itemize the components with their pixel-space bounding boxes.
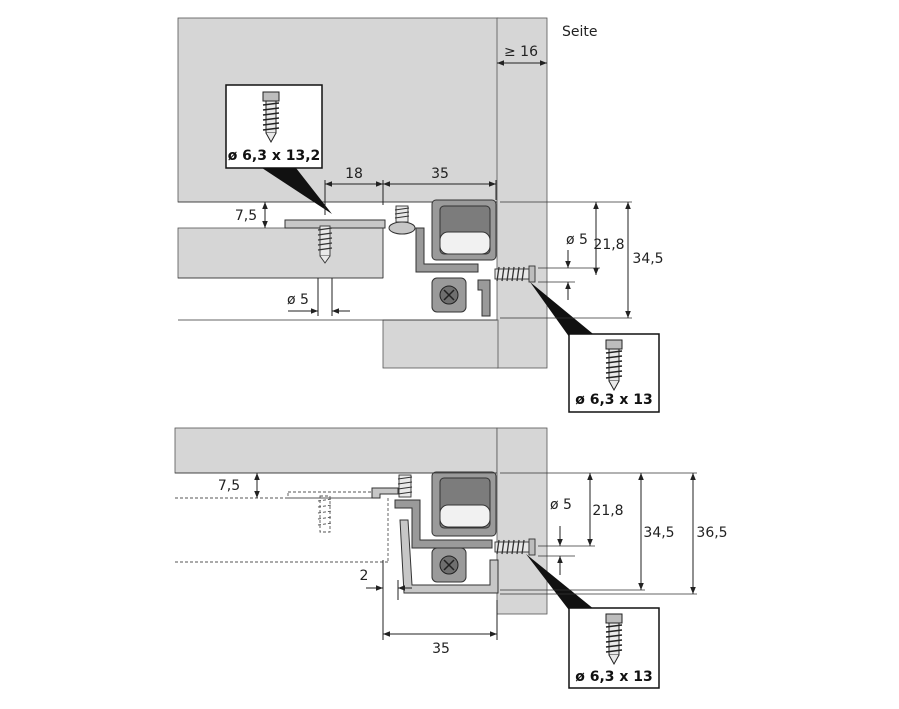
lower-side-panel [496,427,548,615]
upper-bottom-block [382,319,499,369]
lower-drawing: ø 6,3 x 13 7,5 2 35 ø 5 21,8 34,5 36,5 [174,427,728,689]
lower-drawer-screw [317,495,333,533]
upper-plate-screw [388,205,416,235]
lower-dim-36-5: 36,5 [696,525,727,541]
upper-drawer-bottom [177,227,384,279]
upper-side-panel [496,17,548,369]
upper-mounting-plate [284,219,386,229]
upper-dim-18: 18 [345,166,363,182]
upper-callout-pointer-top [262,168,332,214]
lower-plate-screw [397,474,413,498]
upper-dim-phi5-hor: ø 5 [287,292,309,308]
upper-dim-7-5: 7,5 [235,208,257,224]
lower-base-panel [174,427,498,474]
lower-callout-pointer-side [526,554,600,614]
lower-dim-2: 2 [360,568,369,584]
upper-screw-spec-side: ø 6,3 x 13 [575,392,653,408]
upper-screw-spec-top: ø 6,3 x 13,2 [228,148,321,164]
lower-dim-21-8: 21,8 [592,503,623,519]
upper-side-min-label: ≥ 16 [504,44,538,60]
upper-dim-34-5: 34,5 [632,251,663,267]
lower-dim-34-5: 34,5 [643,525,674,541]
upper-drawing: ø 6,3 x 13,2 ø 6,3 x 13 Seite ≥ 16 18 35… [177,17,664,413]
upper-runner-profile [415,199,497,317]
upper-dim-21-8: 21,8 [593,237,624,253]
upper-dim-phi5-vert: ø 5 [566,232,588,248]
upper-side-label: Seite [562,24,598,40]
upper-dim-35: 35 [431,166,449,182]
upper-callout-pointer-side [530,282,598,338]
lower-dim-7-5: 7,5 [218,478,240,494]
lower-dim-phi5: ø 5 [550,497,572,513]
lower-runner-profile [394,471,499,594]
lower-screw-spec-side: ø 6,3 x 13 [575,669,653,685]
lower-dim-35: 35 [432,641,450,657]
